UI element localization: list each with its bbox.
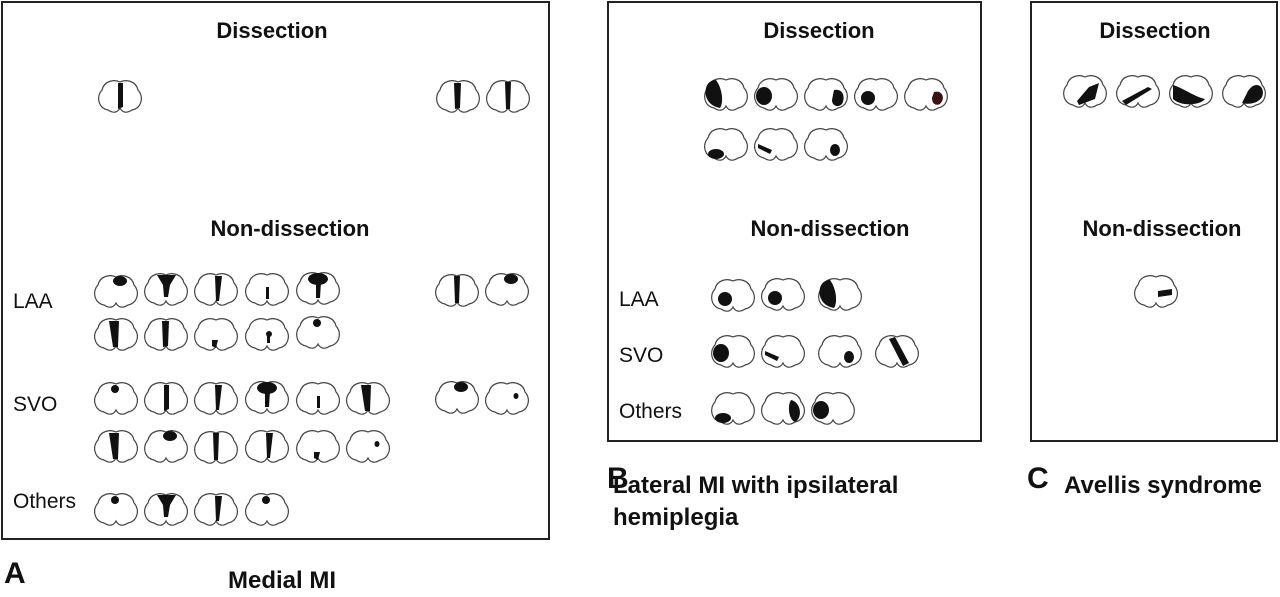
medulla-section xyxy=(245,493,289,526)
panel-a-laa-label: LAA xyxy=(13,290,53,313)
medulla-section xyxy=(194,273,238,306)
medulla-section xyxy=(194,382,238,415)
panel-a-dissection-heading: Dissection xyxy=(216,18,328,43)
medulla-section xyxy=(761,392,805,425)
medulla-section xyxy=(144,430,188,463)
medulla-section xyxy=(94,430,138,463)
panel-b-dissection-heading: Dissection xyxy=(763,18,875,43)
medulla-section xyxy=(854,78,898,111)
medulla-section xyxy=(436,80,480,113)
medulla-section xyxy=(485,382,529,415)
panel-b-svo-label: SVO xyxy=(619,344,664,367)
medulla-section xyxy=(346,430,390,463)
medulla-section xyxy=(761,278,805,311)
medulla-section xyxy=(804,128,848,161)
medulla-section xyxy=(144,273,188,306)
medulla-section xyxy=(94,382,138,415)
panel-a-svo-label: SVO xyxy=(13,393,58,416)
panel-b-letter: B xyxy=(607,462,629,495)
panel-c-dissection-heading: Dissection xyxy=(1099,18,1211,43)
medulla-section xyxy=(711,279,755,312)
panel-c-caption: Avellis syndrome xyxy=(1064,472,1262,499)
medulla-section xyxy=(711,392,755,425)
medulla-section xyxy=(1222,75,1266,108)
medulla-section xyxy=(296,316,340,349)
medulla-section xyxy=(296,430,340,463)
panel-a-letter: A xyxy=(4,557,26,590)
medulla-section xyxy=(485,273,529,306)
medulla-section xyxy=(754,78,798,111)
medulla-section xyxy=(245,273,289,306)
medulla-section xyxy=(704,78,748,111)
panel-a-caption: Medial MI xyxy=(228,567,337,594)
panel-b-non-dissection-heading: Non-dissection xyxy=(750,216,910,241)
panel-c-non-dissection-heading: Non-dissection xyxy=(1082,216,1242,241)
medulla-section xyxy=(711,335,755,368)
panel-b-others-label: Others xyxy=(619,400,683,423)
medulla-section xyxy=(194,431,238,464)
panel-a-others-label: Others xyxy=(13,490,77,513)
medulla-section xyxy=(296,272,340,305)
medulla-section xyxy=(818,278,862,311)
medulla-section xyxy=(94,493,138,526)
medulla-section xyxy=(98,80,142,113)
medulla-section xyxy=(818,335,862,368)
medulla-section xyxy=(144,382,188,415)
medulla-section xyxy=(435,381,479,414)
medulla-section xyxy=(804,78,848,111)
medulla-section xyxy=(754,128,798,161)
medulla-section xyxy=(245,318,289,351)
medulla-section xyxy=(761,335,805,368)
medulla-section xyxy=(144,493,188,526)
medulla-section xyxy=(811,392,855,425)
medulla-section xyxy=(704,128,748,161)
medulla-section xyxy=(194,493,238,526)
medulla-section xyxy=(1063,75,1107,108)
medulla-section xyxy=(296,382,340,415)
medulla-section xyxy=(245,381,289,414)
medulla-section xyxy=(346,382,390,415)
medulla-section xyxy=(194,318,238,351)
medulla-section xyxy=(245,430,289,463)
medulla-section xyxy=(1116,75,1160,108)
medulla-section xyxy=(904,78,948,111)
panel-b-caption: Lateral MI with ipsilateral hemiplegia xyxy=(613,472,899,531)
medulla-section xyxy=(94,275,138,308)
medulla-section xyxy=(1169,75,1213,108)
panel-c-avellis: Dissection Non-dissection xyxy=(1030,1,1278,442)
medulla-section xyxy=(144,318,188,351)
medulla-section xyxy=(94,318,138,351)
medulla-section xyxy=(486,80,530,113)
panel-c-letter: C xyxy=(1027,462,1049,495)
panel-a-non-dissection-heading: Non-dissection xyxy=(210,216,370,241)
medulla-section xyxy=(875,335,919,368)
panel-b-lateral-mi: Dissection Non-dissection LAA SVO Others xyxy=(607,1,982,442)
panel-b-laa-label: LAA xyxy=(619,288,659,311)
medulla-section xyxy=(1134,275,1178,308)
medulla-section xyxy=(435,274,479,307)
